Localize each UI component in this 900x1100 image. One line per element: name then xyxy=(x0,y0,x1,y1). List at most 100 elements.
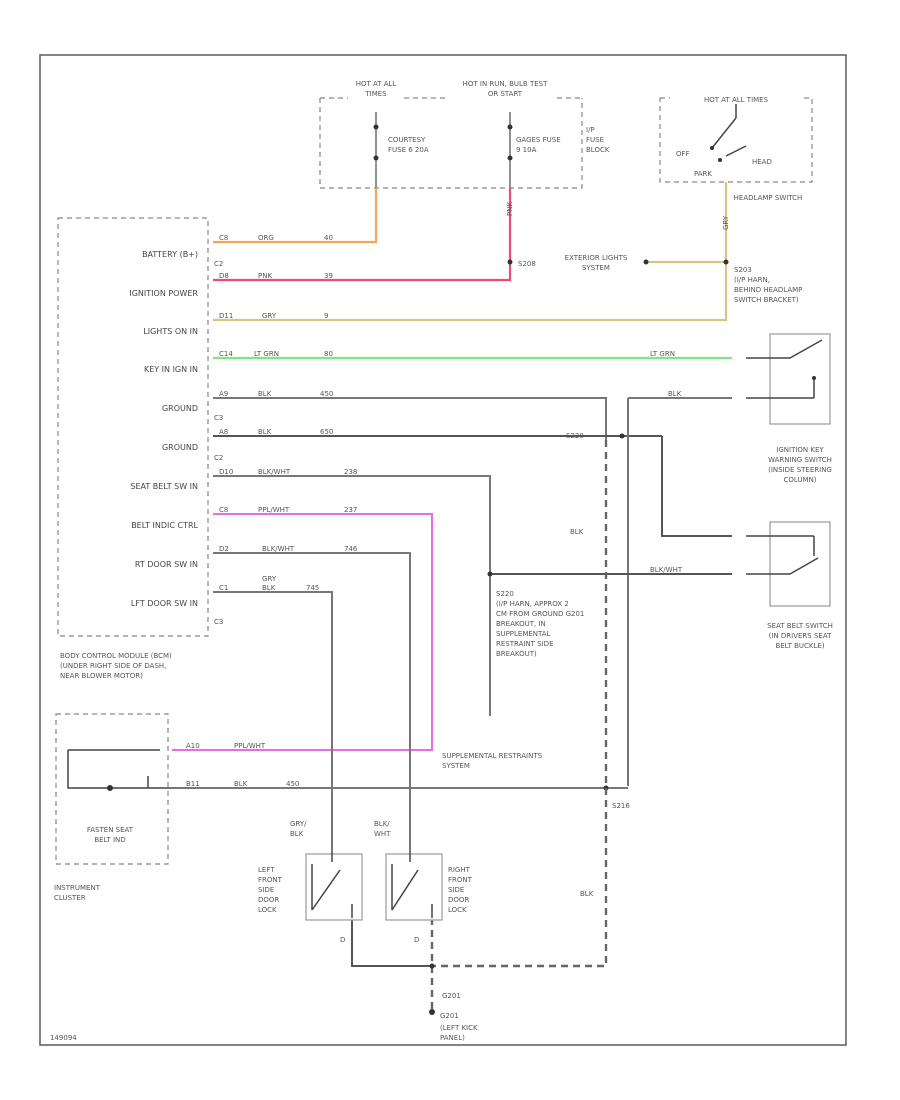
head-label: HEAD xyxy=(752,158,772,166)
bcm-conn-1: C2 xyxy=(214,260,223,268)
lt-grn-right-label: LT GRN xyxy=(650,350,675,358)
w10-pin: C1 xyxy=(219,584,228,592)
bcm-pin-battery: BATTERY (B+) xyxy=(142,250,198,259)
ground-bus xyxy=(432,440,608,968)
orange-wire xyxy=(213,188,378,244)
w5-color: BLK xyxy=(258,390,272,398)
bcm-conn-3: C2 xyxy=(214,454,223,462)
w8-pin: C8 xyxy=(219,506,228,514)
headlamp-label: HEADLAMP SWITCH xyxy=(734,194,803,202)
s203-label: S203 xyxy=(734,266,752,274)
ground-wire-1 xyxy=(213,397,607,440)
bcm-module: BATTERY (B+) IGNITION POWER LIGHTS ON IN… xyxy=(57,217,223,680)
headlamp-hot-label: HOT AT ALL TIMES xyxy=(704,96,769,104)
w7-color: BLK/WHT xyxy=(258,468,291,476)
seatbelt-wire xyxy=(213,475,491,716)
bcm-pin-rtdoor: RT DOOR SW IN xyxy=(135,560,198,569)
s220-label: S220 xyxy=(496,590,514,598)
bcm-pin-seatbelt: SEAT BELT SW IN xyxy=(130,482,198,491)
s208-label: S208 xyxy=(518,260,536,268)
s216-label: S216 xyxy=(612,802,630,810)
footer-code: 149094 xyxy=(50,1034,77,1042)
ground-wire-3 xyxy=(661,436,732,537)
bcm-pin-ground2: GROUND xyxy=(162,443,198,452)
g201-upper-label: G201 xyxy=(442,992,461,1000)
w7-circuit: 238 xyxy=(344,468,357,476)
w4-circuit: 80 xyxy=(324,350,333,358)
right-lock-wire: BLK/WHT xyxy=(374,820,391,838)
rt-door-wire xyxy=(213,552,411,850)
w9-pin: D2 xyxy=(219,545,229,553)
ic-wire2-pin: B11 xyxy=(186,780,200,788)
w8-circuit: 237 xyxy=(344,506,357,514)
s228-label: S228 xyxy=(566,432,584,440)
headlamp-switch: HOT AT ALL TIMES OFF HEAD PARK HEADLAMP … xyxy=(659,94,813,202)
w10-circuit: 745 xyxy=(306,584,319,592)
g201-label: G201 xyxy=(440,1012,459,1020)
purple-wire xyxy=(172,513,433,751)
left-lock-wire: GRY/BLK xyxy=(290,820,307,838)
lft-door-wire xyxy=(213,591,333,850)
w9-color: BLK/WHT xyxy=(262,545,295,553)
w1-circuit: 40 xyxy=(324,234,333,242)
pink-wire xyxy=(213,188,512,282)
w5-circuit: 450 xyxy=(320,390,333,398)
park-label: PARK xyxy=(694,170,712,178)
bcm-conn-2: C3 xyxy=(214,414,223,422)
w3-color: GRY xyxy=(262,312,277,320)
blk-wht-right-label: BLK/WHT xyxy=(650,566,683,574)
w2-color: PNK xyxy=(258,272,272,280)
ic-wire1-pin: A10 xyxy=(186,742,200,750)
blk-center-label: BLK xyxy=(570,528,584,536)
tan-wire xyxy=(213,182,728,322)
bcm-pin-beltindic: BELT INDIC CTRL xyxy=(131,521,198,530)
w3-circuit: 9 xyxy=(324,312,328,320)
blk-bottom-label: BLK xyxy=(580,890,594,898)
wires xyxy=(172,182,732,1015)
w5-pin: A9 xyxy=(219,390,228,398)
left-lock-pin: D xyxy=(340,936,345,944)
w9-circuit: 746 xyxy=(344,545,358,553)
gry-vert-label: GRY xyxy=(722,215,730,230)
w1-pin: C8 xyxy=(219,234,228,242)
w1-color: ORG xyxy=(258,234,274,242)
w6-color: BLK xyxy=(258,428,272,436)
wire-labels: C8 ORG 40 D8 PNK 39 D11 GRY 9 C14 LT GRN… xyxy=(186,202,730,898)
w4-pin: C14 xyxy=(219,350,233,358)
bcm-label: BODY CONTROL MODULE (BCM)(UNDER RIGHT SI… xyxy=(60,652,172,680)
ic-wire2-circuit: 450 xyxy=(286,780,299,788)
off-label: OFF xyxy=(676,150,690,158)
w4-color: LT GRN xyxy=(254,350,279,358)
pnk-vert-label: PNK xyxy=(506,202,514,216)
bcm-conn-4: C3 xyxy=(214,618,223,626)
bcm-pin-lights: LIGHTS ON IN xyxy=(143,327,198,336)
w8-color: PPL/WHT xyxy=(258,506,290,514)
w7-pin: D10 xyxy=(219,468,233,476)
w6-pin: A8 xyxy=(219,428,228,436)
w6-circuit: 650 xyxy=(320,428,333,436)
bcm-pin-ground1: GROUND xyxy=(162,404,198,413)
ic-wire1-color: PPL/WHT xyxy=(234,742,266,750)
